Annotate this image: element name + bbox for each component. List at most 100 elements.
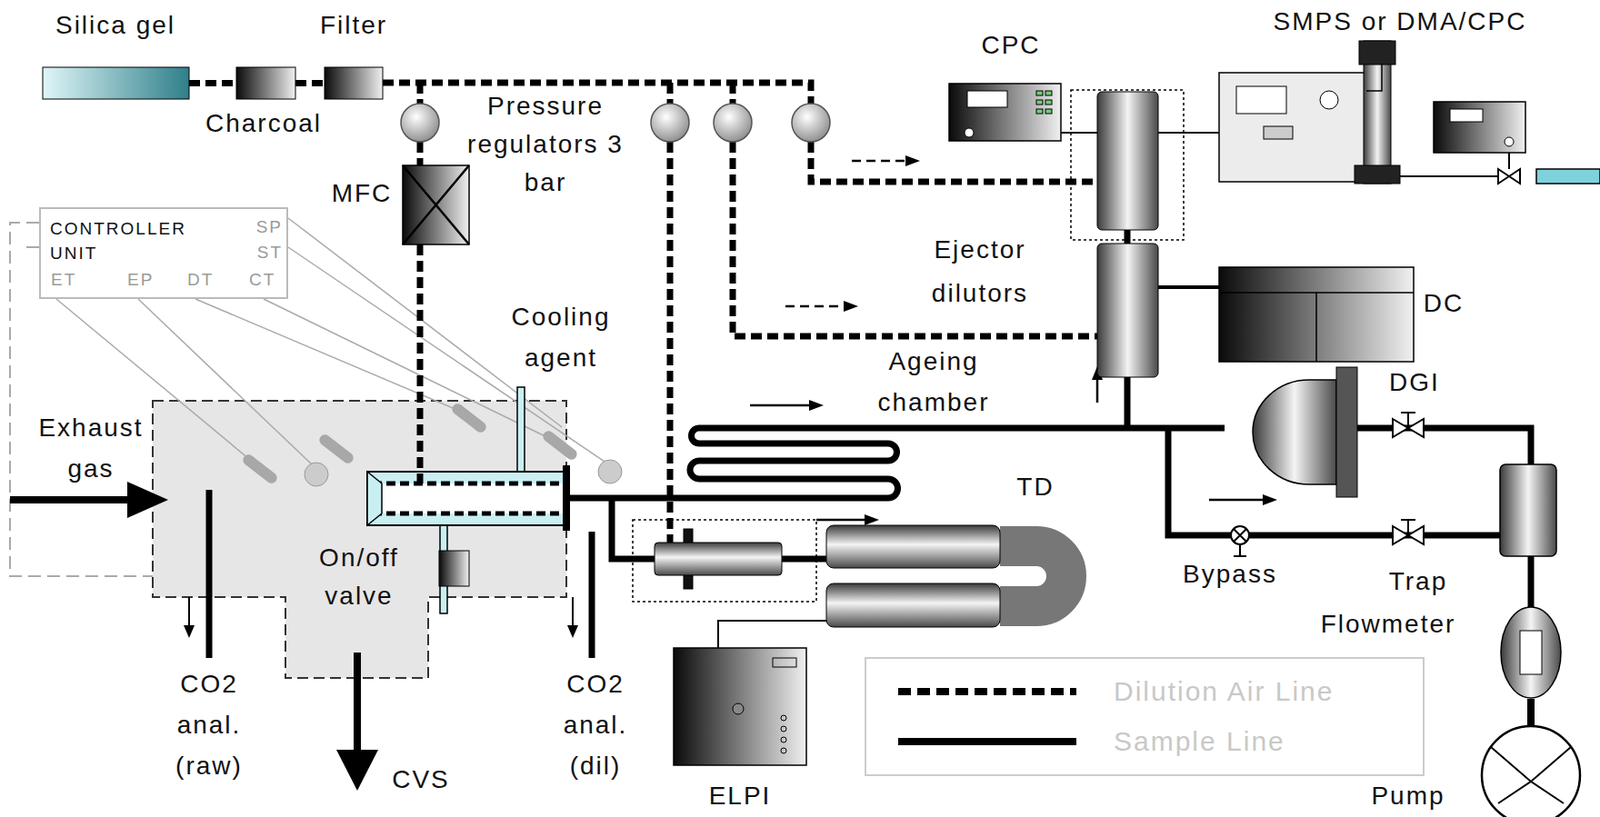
controller-wire xyxy=(20,246,40,249)
particle-instrument xyxy=(1236,86,1287,114)
instrument-label: MFC xyxy=(331,177,393,210)
cooling-tube xyxy=(372,483,567,514)
legend-frame xyxy=(865,658,1424,776)
instrument: Filter xyxy=(324,67,383,100)
particle-instrument xyxy=(1450,109,1483,122)
part-label: Cooling agent xyxy=(492,296,630,379)
flow-arrow xyxy=(905,155,920,167)
particle-instrument xyxy=(1520,630,1542,675)
sensor-lead xyxy=(195,299,464,413)
controller-text: EP xyxy=(127,267,154,292)
particle-instrument xyxy=(1536,169,1600,184)
sample-line xyxy=(570,230,1531,608)
instrument-label: Silica gel xyxy=(55,9,176,42)
controller-text: DT xyxy=(187,267,214,292)
part-label: On/off valve xyxy=(295,539,423,616)
connector xyxy=(295,80,325,87)
on-off-valve xyxy=(439,550,470,587)
instrument-label: Filter xyxy=(320,9,388,42)
particle-instrument xyxy=(1219,292,1414,362)
valve-symbol xyxy=(1400,520,1416,536)
flow-arrow xyxy=(1209,499,1265,502)
instrument-label: Pump xyxy=(1370,780,1445,813)
instrument-label: ELPI xyxy=(709,780,772,813)
flow-arrow xyxy=(1262,494,1278,506)
analyser-line xyxy=(571,597,574,628)
pressure-regulator xyxy=(791,103,830,142)
controller-text: ST xyxy=(257,240,283,265)
pressure-regulator xyxy=(713,103,752,142)
instrument: DGI xyxy=(1224,380,1358,485)
dilution-air-line xyxy=(417,244,424,484)
controller-box: CONTROLLER UNITSPSTETEPDTCT xyxy=(39,207,289,300)
particle-instrument xyxy=(1036,109,1043,114)
instrument-label: DC xyxy=(1423,287,1464,320)
instrument: ELPI xyxy=(673,648,807,766)
particle-instrument xyxy=(1036,90,1043,96)
instrument-label: DGI xyxy=(1389,366,1440,400)
particle-instrument xyxy=(1045,109,1052,114)
ejector-dilutor xyxy=(1070,90,1184,240)
dilution-air-line xyxy=(382,82,1098,543)
flow-arrow xyxy=(843,300,859,312)
instrument-label: Flowmeter xyxy=(1320,608,1457,641)
instrument-label: CPC xyxy=(980,29,1040,62)
legend-text: Sample Line xyxy=(1113,725,1286,759)
particle-instrument xyxy=(1219,72,1367,182)
instrument-label: SMPS or DMA/CPC xyxy=(1273,5,1528,39)
sample-line xyxy=(1124,230,1131,244)
flow-arrow xyxy=(750,404,811,408)
dilution-air-line xyxy=(732,141,1098,337)
particle-instrument xyxy=(949,83,1061,141)
sensor-lead xyxy=(138,299,313,466)
dilution-air-line xyxy=(810,141,1098,182)
particle-instrument xyxy=(42,67,190,100)
particle-instrument xyxy=(1336,367,1358,498)
instrument: CPC xyxy=(949,83,1061,141)
legend-frame xyxy=(898,688,1077,696)
elpi-device xyxy=(780,748,787,754)
cooling-tube xyxy=(517,387,525,479)
particle-instrument xyxy=(1036,100,1043,105)
particle-instrument xyxy=(1219,267,1414,362)
valve-symbol xyxy=(1400,412,1416,429)
thermodenuder xyxy=(826,525,1000,569)
controller-text: SP xyxy=(256,214,283,240)
particle-instrument xyxy=(1359,40,1396,65)
elpi-device xyxy=(673,620,827,766)
ejector-dilutor xyxy=(654,542,782,576)
valve-symbol xyxy=(1233,529,1247,557)
legend-text: Dilution Air Line xyxy=(1113,675,1334,709)
particle-instrument xyxy=(1263,126,1293,140)
sample-line xyxy=(1528,556,1535,608)
controller-text: CT xyxy=(249,267,276,292)
part-label: CO2 anal. (dil) xyxy=(550,663,641,787)
flow-arrow xyxy=(851,160,908,163)
pressure-regulator xyxy=(400,103,440,142)
ejector-dilutor xyxy=(1097,91,1159,230)
flow-arrow xyxy=(809,400,824,411)
cvs-arrow xyxy=(353,652,361,753)
cvs-arrow xyxy=(336,750,379,791)
dilution-air-line xyxy=(417,141,424,166)
particle-instrument xyxy=(402,165,470,245)
part-label: Ageing chamber xyxy=(856,340,1011,423)
particle-instrument xyxy=(42,40,1600,817)
instrument: Flowmeter xyxy=(1498,607,1564,700)
particle-instrument xyxy=(1354,165,1400,184)
part-label: Bypass xyxy=(1182,558,1278,591)
ejector-dilutor xyxy=(654,90,1184,590)
elpi-device xyxy=(780,737,787,743)
particle-instrument xyxy=(1158,285,1220,290)
elpi-device xyxy=(673,648,807,766)
flow-arrow xyxy=(785,305,846,309)
dilution-air-line xyxy=(667,82,674,104)
instrument: Silica gel xyxy=(42,67,190,100)
sample-region xyxy=(152,400,567,679)
elpi-device xyxy=(772,658,797,668)
analyser-line xyxy=(567,625,579,639)
sensor xyxy=(240,452,280,487)
particle-instrument xyxy=(1045,100,1052,105)
cvs-arrow xyxy=(336,652,379,791)
